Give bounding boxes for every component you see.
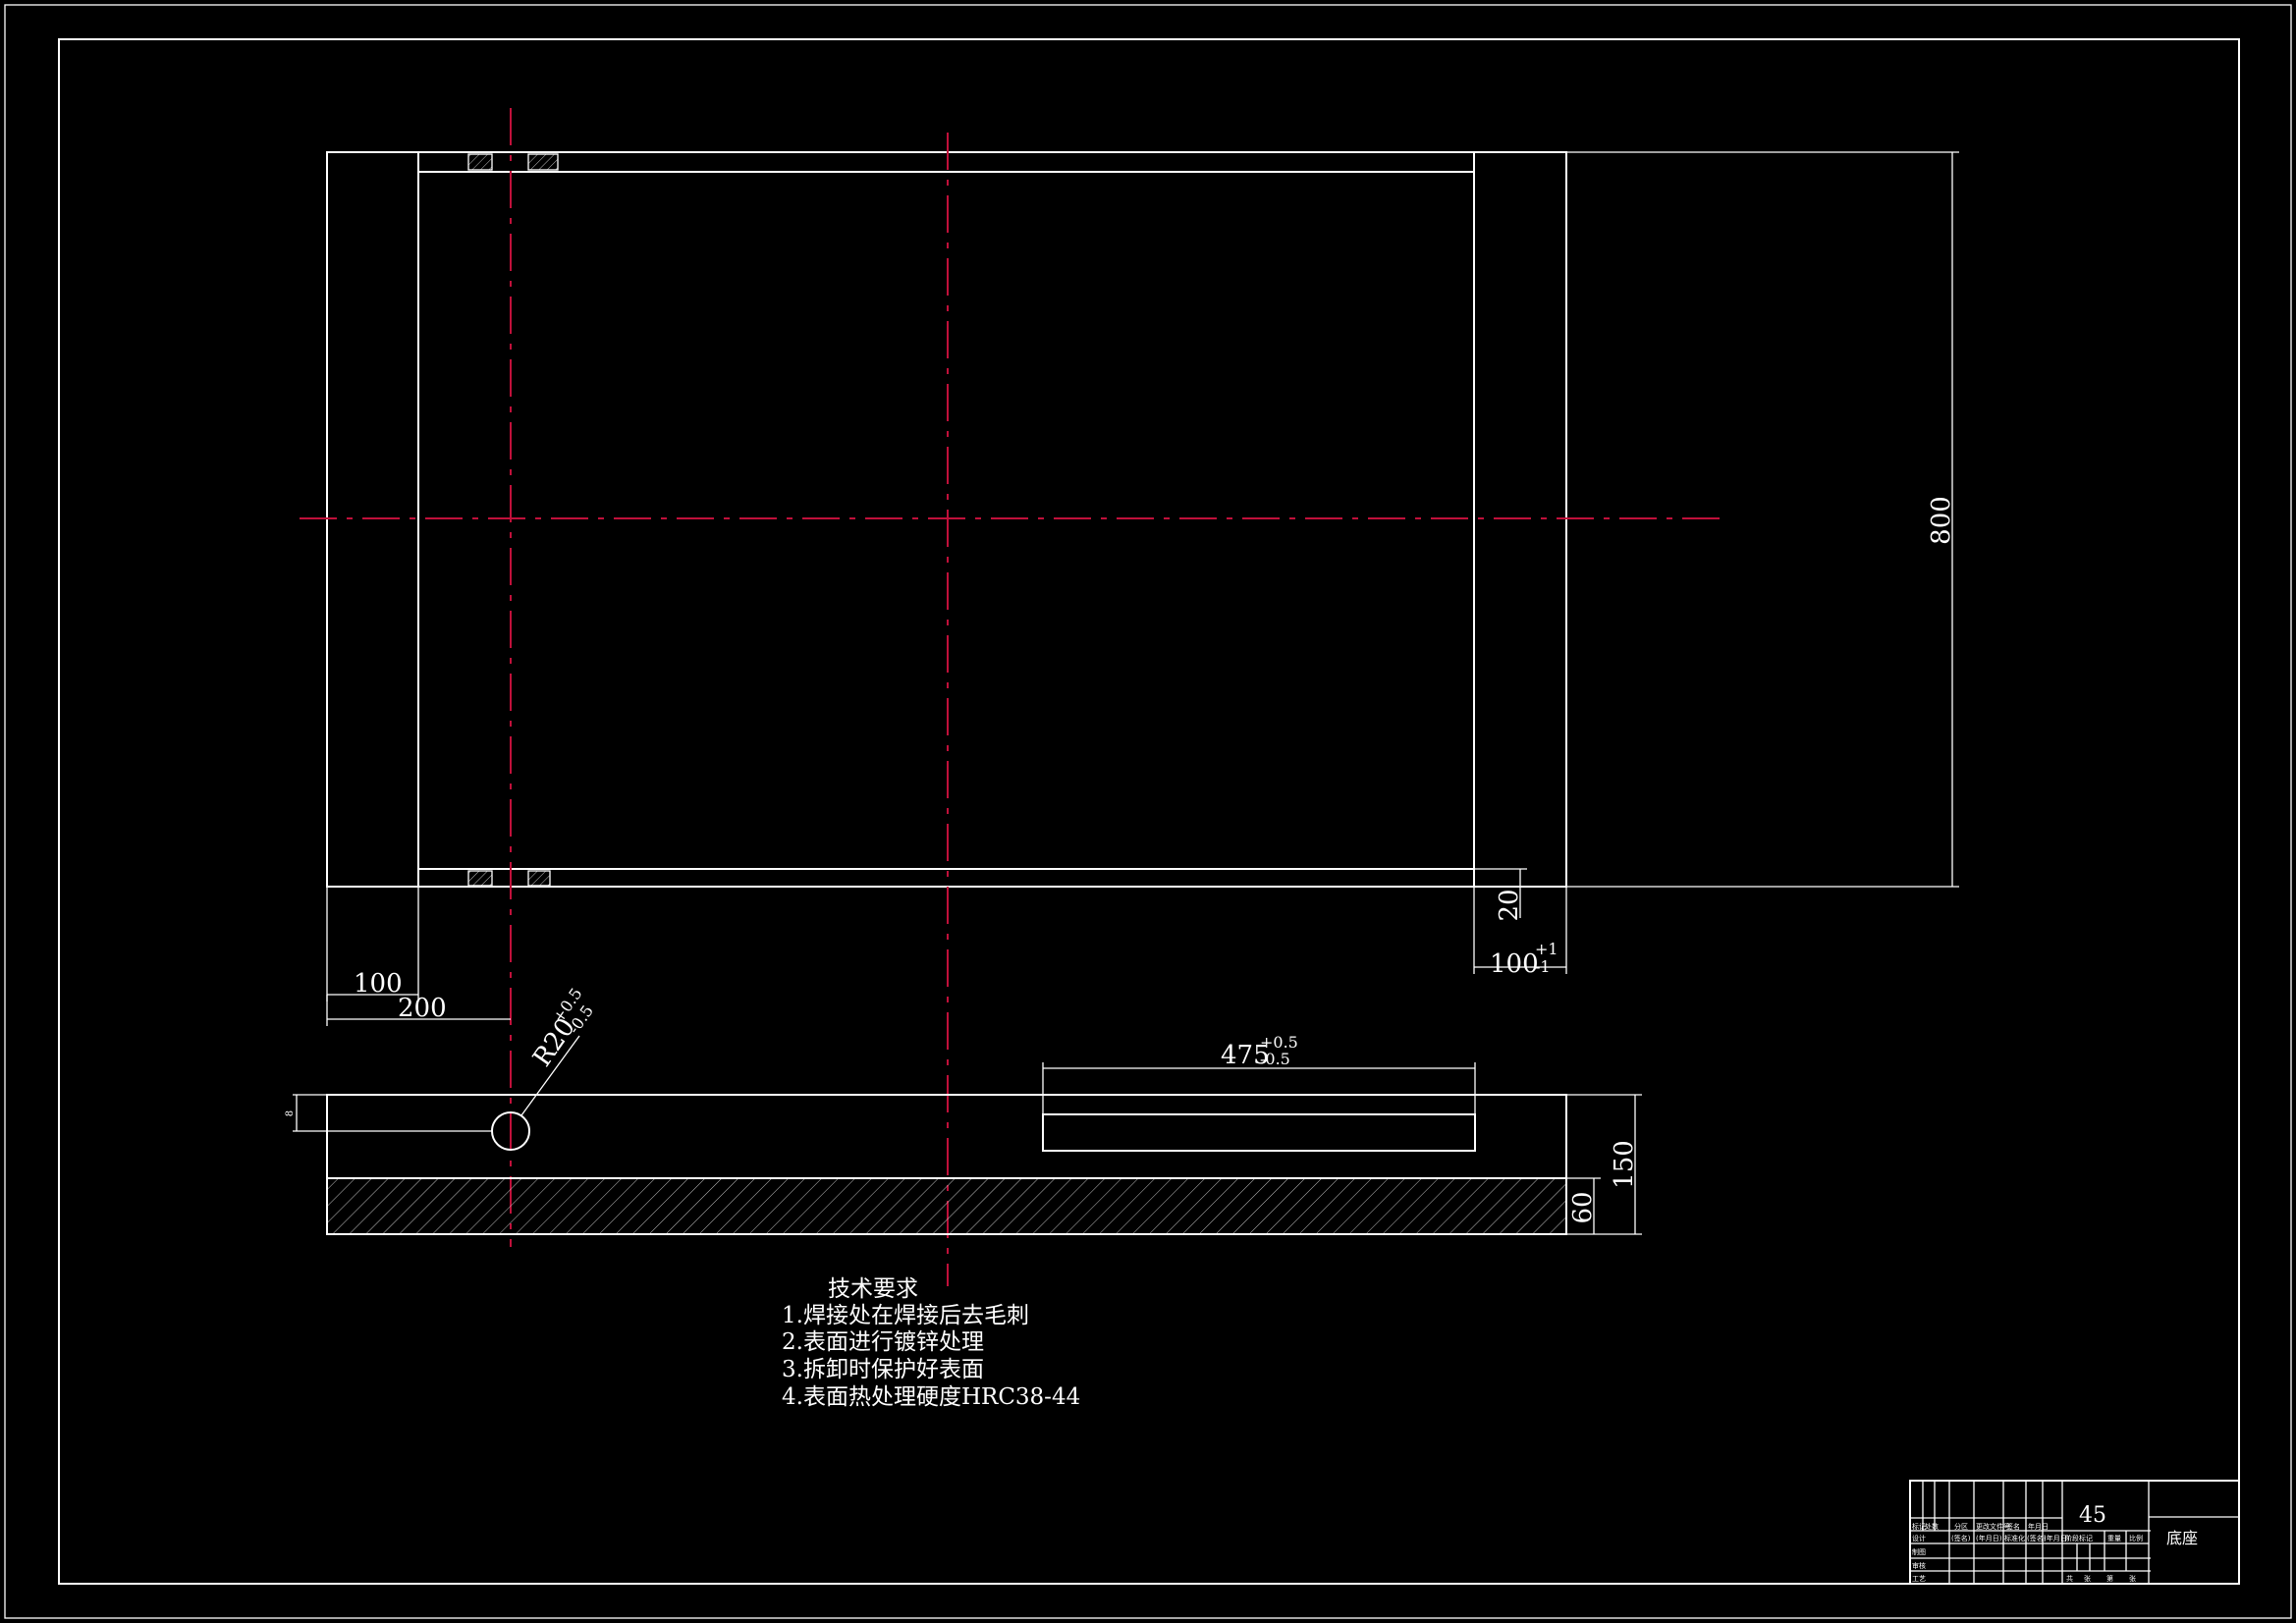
tb-design-4: (签名)	[2027, 1534, 2047, 1542]
base-plate-hatch	[328, 1179, 1565, 1233]
top-view-inner-frame	[417, 171, 1475, 870]
dim-800: 800	[1927, 496, 1956, 545]
tb-part-name: 底座	[2166, 1529, 2198, 1547]
notes-heading: 技术要求	[828, 1276, 918, 1302]
hole-section-bottom-right	[527, 870, 551, 887]
dim-100-left: 100	[354, 969, 403, 999]
front-view: R20 +0.5 -0.5 475 +0.5 -0.5 150 60 8	[285, 985, 1642, 1235]
tb-row-label-4: 审核	[1912, 1561, 1926, 1570]
note-item-1: 1.焊接处在焊接后去毛刺	[782, 1303, 1029, 1328]
tb-header-2: 分区	[1954, 1522, 1968, 1531]
tb-design-1: (签名)	[1951, 1534, 1971, 1542]
tb-header-5: 年月日	[2028, 1522, 2049, 1531]
outer-border	[4, 4, 2292, 1619]
tol-475-upper: +0.5	[1260, 1033, 1298, 1052]
tb-bottom-3: 第	[2106, 1574, 2113, 1583]
dim-100-right: 100	[1490, 949, 1539, 979]
tb-row-label-1: 标记	[1912, 1522, 1926, 1531]
tb-header-4: 签名	[2006, 1522, 2020, 1531]
inner-border	[58, 38, 2240, 1585]
tb-row-label-2: 设计	[1912, 1534, 1926, 1542]
tb-design-3: 标准化	[2004, 1534, 2025, 1542]
tb-bottom-4: 张	[2129, 1574, 2136, 1583]
tb-header-3: 更改文件号	[1976, 1522, 2010, 1531]
dim-20: 20	[1495, 889, 1524, 921]
tb-row-label-3: 制图	[1912, 1547, 1926, 1556]
note-item-4: 4.表面热处理硬度HRC38-44	[782, 1384, 1080, 1410]
tb-row-label-5: 工艺	[1912, 1575, 1926, 1583]
dim-8: 8	[285, 1110, 296, 1116]
tb-stage-3: 比例	[2129, 1534, 2143, 1542]
tb-design-5: (年月日)	[2044, 1534, 2070, 1542]
dim-475: 475	[1221, 1041, 1270, 1070]
tb-stage-1: 阶段标记	[2065, 1534, 2093, 1542]
top-view: 800 20 100 +1 -1 100 200	[300, 108, 1959, 1286]
dim-150: 150	[1610, 1140, 1639, 1189]
front-view-body	[326, 1094, 1567, 1235]
bolt-hole	[491, 1111, 530, 1151]
tb-bottom-2: 张	[2084, 1574, 2091, 1583]
tb-stage-2: 重量	[2107, 1535, 2121, 1542]
tol-100-lower: -1	[1535, 957, 1551, 976]
title-block: 45 底座 标记 设计 制图 审核 工艺 处数 分区 更改文件号 签名 年月日 …	[1909, 1480, 2240, 1585]
slot	[1042, 1113, 1476, 1152]
tb-design-2: (年月日)	[1976, 1534, 2002, 1542]
dim-200: 200	[398, 994, 447, 1023]
dim-60: 60	[1568, 1191, 1598, 1223]
hole-section-top-left	[467, 153, 493, 171]
hole-section-top-right	[527, 153, 559, 171]
tb-material: 45	[2079, 1503, 2106, 1528]
tb-header-1: 处数	[1925, 1522, 1939, 1531]
note-item-3: 3.拆卸时保护好表面	[782, 1357, 984, 1382]
hole-section-bottom-left	[467, 870, 493, 887]
tb-bottom-1: 共	[2066, 1574, 2073, 1583]
note-item-2: 2.表面进行镀锌处理	[782, 1329, 984, 1355]
tol-100-upper: +1	[1535, 940, 1558, 958]
tol-475-lower: -0.5	[1260, 1050, 1290, 1068]
technical-notes: 技术要求 1.焊接处在焊接后去毛刺 2.表面进行镀锌处理 3.拆卸时保护好表面 …	[782, 1276, 1080, 1410]
